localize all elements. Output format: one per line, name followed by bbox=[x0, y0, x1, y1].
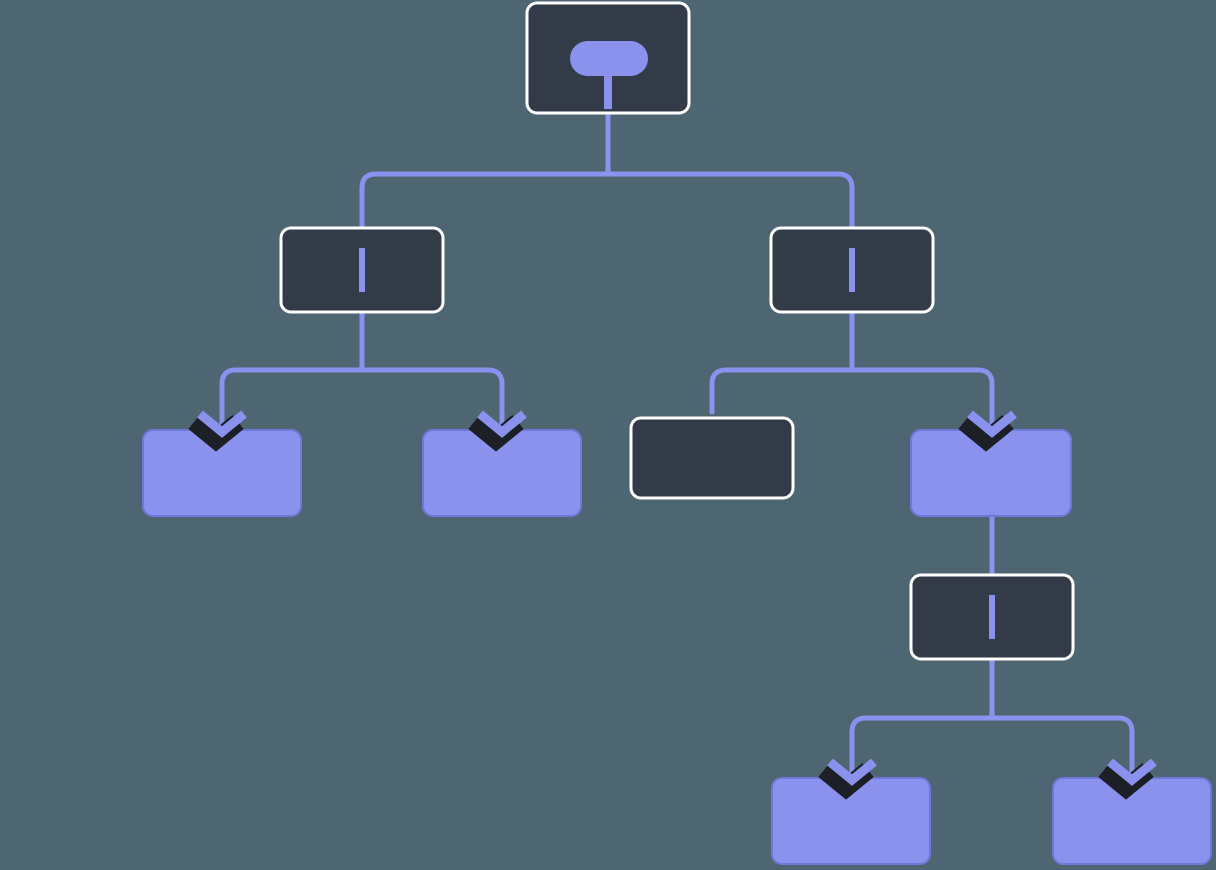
edge-root-to-branch-left[interactable] bbox=[359, 171, 608, 228]
edge-root-to-branch-right[interactable] bbox=[608, 171, 855, 228]
edges-layer bbox=[219, 109, 1135, 780]
root-node[interactable] bbox=[525, 1, 691, 115]
edge-branch-left-to-leaf-1-arrowhead bbox=[188, 410, 247, 452]
terminal-node-dark-shape[interactable] bbox=[629, 416, 795, 500]
arrowhead-icon bbox=[477, 410, 527, 438]
branch-node-left[interactable] bbox=[279, 226, 445, 314]
terminal-node-dark[interactable] bbox=[629, 416, 795, 500]
edge-branch-lower-to-leaf-4[interactable] bbox=[992, 715, 1135, 780]
edge-branch-right-to-branch-purple[interactable] bbox=[852, 367, 995, 432]
edge-branch-right-to-branch-purple-arrowhead bbox=[958, 410, 1017, 452]
edge-branch-left-to-leaf-2[interactable] bbox=[362, 367, 505, 432]
arrowhead-icon bbox=[197, 410, 247, 438]
edge-branch-left-to-leaf-2-arrowhead bbox=[468, 410, 527, 452]
branch-node-right[interactable] bbox=[769, 226, 935, 314]
root-node-inner-pill bbox=[570, 41, 648, 76]
branch-node-lower[interactable] bbox=[909, 573, 1075, 661]
edge-branch-lower-to-leaf-4-arrowhead bbox=[1098, 758, 1157, 800]
arrowhead-icon bbox=[1107, 758, 1157, 786]
arrowhead-icon bbox=[967, 410, 1017, 438]
edge-branch-right-to-terminal[interactable] bbox=[709, 367, 852, 414]
edge-branch-lower-to-leaf-3-arrowhead bbox=[818, 758, 877, 800]
arrowhead-icon bbox=[827, 758, 877, 786]
edge-branch-left-to-leaf-1[interactable] bbox=[219, 367, 362, 432]
edge-branch-lower-to-leaf-3[interactable] bbox=[849, 715, 992, 780]
arrowheads-layer bbox=[188, 410, 1157, 800]
nodes-layer bbox=[142, 1, 1212, 865]
